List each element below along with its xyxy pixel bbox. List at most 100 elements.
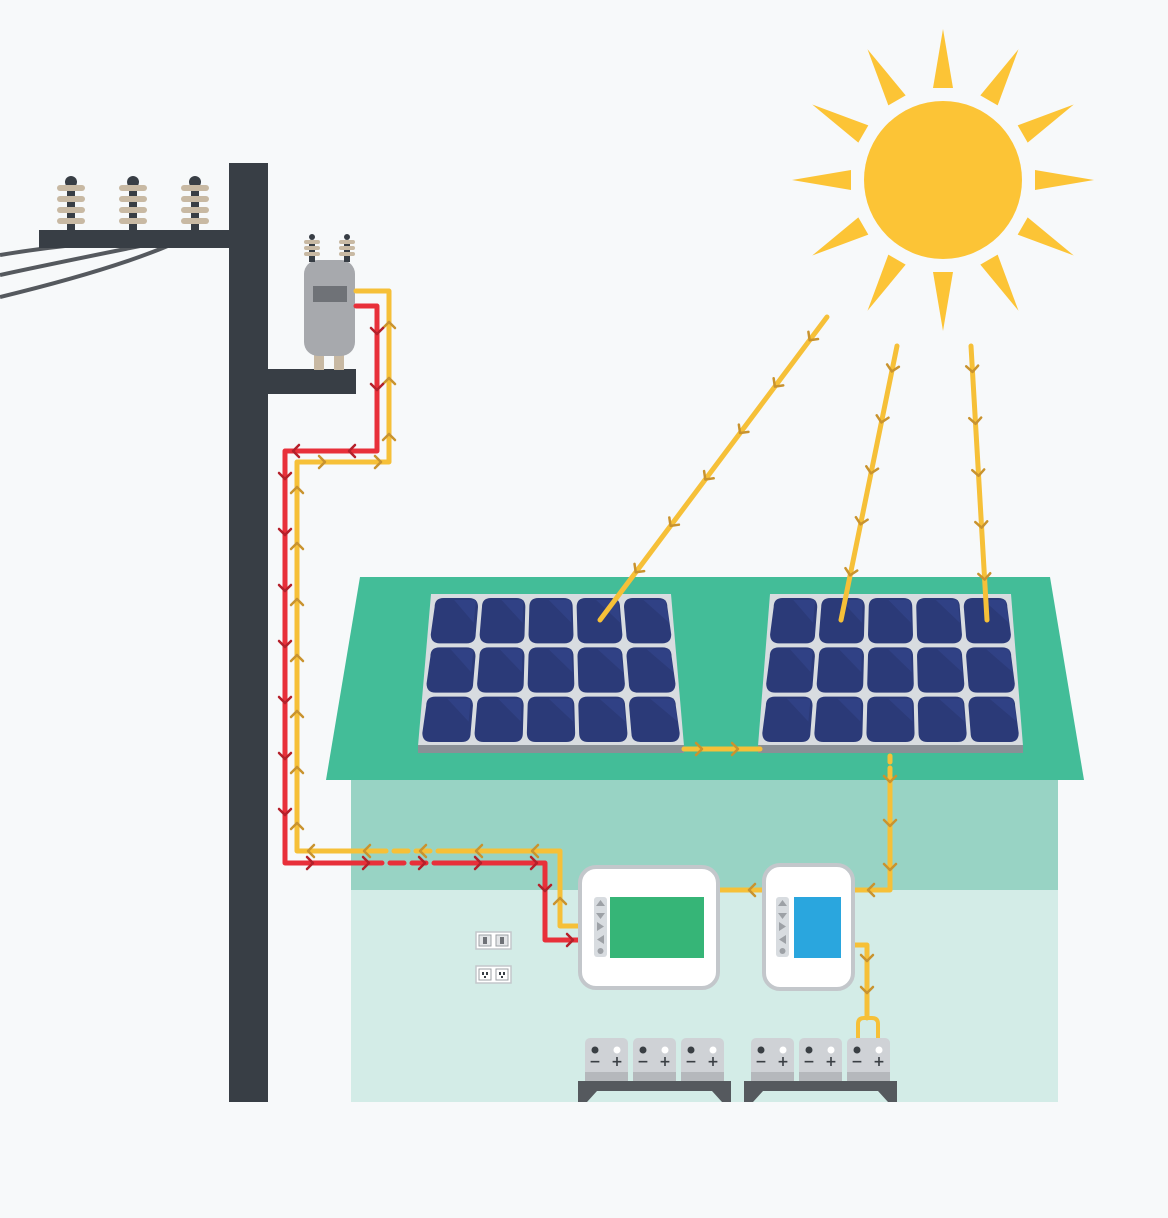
flow-arrow [289,541,305,551]
panel-cell-shine [454,600,476,623]
panel-cell-shine [839,649,862,673]
panel-cell-shine [450,649,474,673]
panel-cell-shine [888,649,912,673]
battery-positive-label: + [777,1054,789,1070]
flow-arrow [277,639,293,649]
panel-cell-shine [548,649,573,673]
sun-ray [812,104,869,143]
panel-cell-shine [938,698,965,722]
flow-arrow [747,882,757,898]
battery-icon: −+ [799,1038,842,1081]
sun-ray [933,272,953,331]
battery-negative-label: − [803,1054,815,1070]
panel-cell-shine [646,649,674,673]
sunlight-ray [968,343,990,623]
flow-arrow [289,485,305,495]
panel-cell-shine [499,649,523,673]
battery-terminal-negative [757,1046,765,1054]
sun-ray [1017,104,1074,143]
battery-terminal-positive [779,1046,787,1054]
battery-rack [744,1081,897,1102]
inverter-icon [578,865,720,990]
battery-base [751,1072,794,1081]
flow-arrow [369,382,385,392]
pole-bracket [262,369,356,394]
flow-arrow [289,653,305,663]
insulator-icon [119,176,147,230]
sun-ray [812,217,869,256]
sun-ray [980,49,1019,106]
outlet-icon [475,965,512,984]
charger-screen [794,897,841,958]
battery-icon: −+ [751,1038,794,1081]
battery-positive-label: + [873,1054,885,1070]
panel-cell-shine [888,698,913,722]
battery-rack [578,1081,731,1102]
flow-arrow [306,843,316,859]
panel-cell-shine [548,698,574,722]
flow-arrow [859,953,875,963]
panel-cell-shine [937,649,963,673]
panel-cell-shine [786,698,811,722]
battery-negative-label: − [589,1054,601,1070]
battery-positive-label: + [659,1054,671,1070]
batteries: −+−+−+ [751,1038,890,1081]
flow-arrow [277,751,293,761]
power-lines [0,238,171,299]
flow-arrow [970,468,986,478]
battery-base [847,1072,890,1081]
panel-cell-shine [989,698,1017,722]
switch-icon [475,931,512,950]
sun-rays [792,29,1094,331]
battery-terminal-positive [875,1046,883,1054]
charge-controller-icon [762,863,855,991]
panel-cell-shine [548,600,572,623]
flow-arrow [702,469,715,481]
battery-icon: −+ [681,1038,724,1081]
sun-icon [792,29,1094,331]
flow-arrow [277,583,293,593]
panel-cells [422,598,680,742]
flow-arrow [865,465,880,475]
flow-arrow [967,416,983,426]
sun-ray [933,29,953,88]
battery-terminal-negative [805,1046,813,1054]
battery-bank-right: −+−+−+ [744,1038,897,1102]
flow-arrow [277,471,293,481]
flow-arrow [369,326,385,336]
flow-arrow [305,855,315,871]
panel-cell-shine [597,649,623,673]
flow-arrow [844,566,859,577]
flow-arrows [277,320,992,995]
utility-pole [0,163,356,1102]
flow-arrow [474,843,484,859]
battery-terminal-positive [613,1046,621,1054]
sun-ray [1035,170,1094,190]
flow-arrow [882,818,898,828]
solar-panel-left [418,594,684,753]
battery-negative-label: − [851,1054,863,1070]
solar-panel-right [758,594,1023,753]
inverter-to-grid-line [294,288,392,854]
battery-terminal-positive [827,1046,835,1054]
pole-insulators [57,176,209,230]
panel-cell-shine [935,600,960,623]
flow-arrow [977,572,992,581]
transformer-icon [304,234,355,370]
flow-arrow [565,932,575,948]
flow-arrow [381,376,397,386]
flow-arrow [361,855,371,871]
flow-arrow [772,376,785,388]
flow-arrow [289,709,305,719]
battery-bank-left: −+−+−+ [578,1038,731,1102]
insulator-icon [181,176,209,230]
flow-arrow [552,896,568,906]
panel-cell-shine [501,600,524,623]
flow-arrow [277,695,293,705]
panel-cell-shine [837,698,862,722]
flow-arrow [537,883,553,893]
flow-arrow [381,432,397,442]
flow-arrow [291,443,301,459]
flow-arrow [875,414,890,424]
